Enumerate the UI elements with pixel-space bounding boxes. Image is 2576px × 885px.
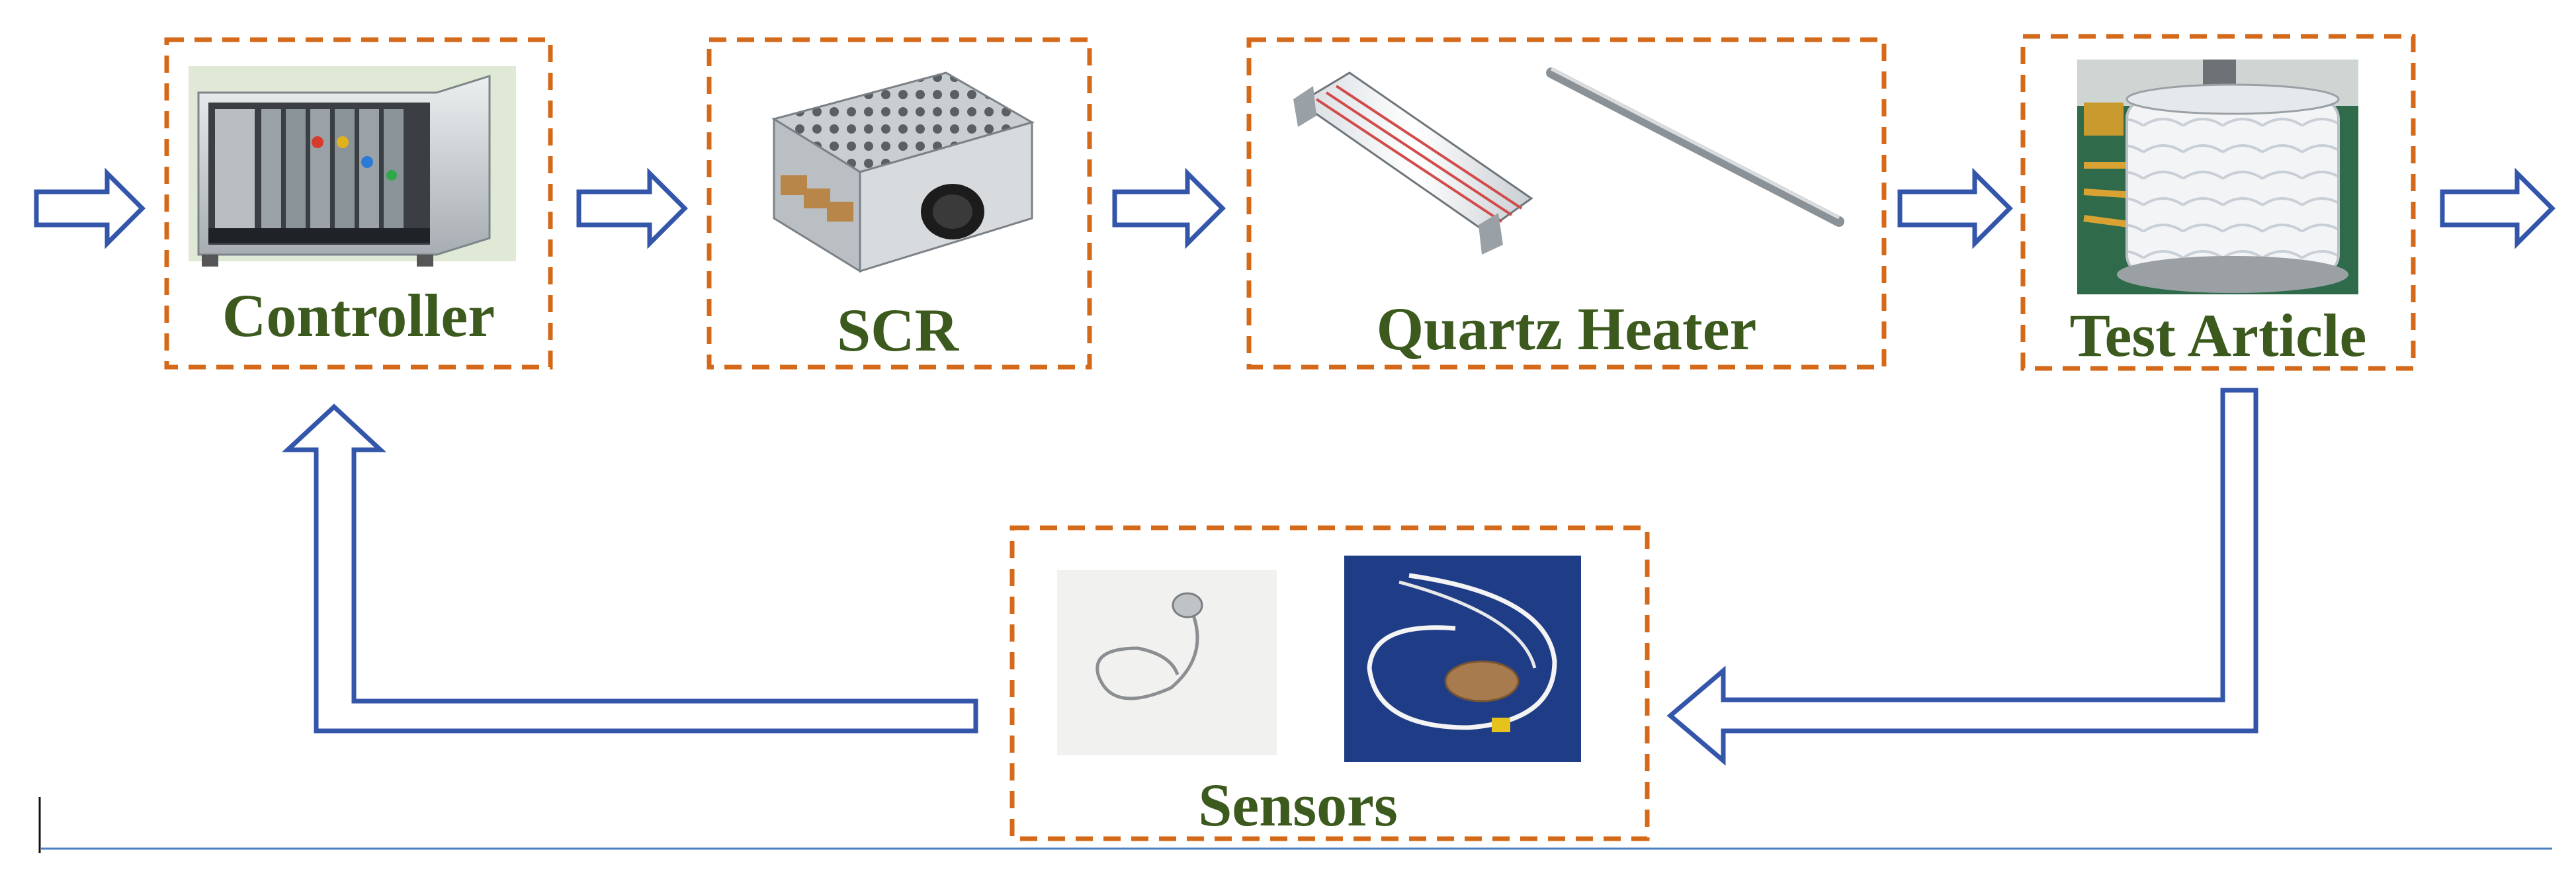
quartz-lamp-icon xyxy=(1293,67,1844,255)
sensors-label: Sensors xyxy=(1198,771,1398,839)
feedback-arrow-sensors-to-controller xyxy=(282,403,978,734)
feedback-arrow-article-to-sensors xyxy=(1666,388,2258,766)
scr-box xyxy=(707,37,1092,370)
output-arrow xyxy=(2440,167,2555,249)
sensors-node: Sensors xyxy=(1009,525,1650,841)
scr-label: SCR xyxy=(837,296,960,364)
test-article-box xyxy=(2020,34,2416,371)
voltage-regulator-icon xyxy=(771,71,1035,273)
quartz-heater-box xyxy=(1246,37,1887,370)
sensors-box xyxy=(1009,525,1650,841)
arrow-heater-to-article xyxy=(1897,167,2013,249)
controller-node: Controller xyxy=(164,37,553,370)
quartz-heater-node: Quartz Heater xyxy=(1246,37,1887,370)
input-arrow xyxy=(34,167,146,249)
pxi-chassis-icon xyxy=(189,66,516,267)
arrow-scr-to-heater xyxy=(1112,167,1226,249)
arrow-controller-to-scr xyxy=(576,167,688,249)
scr-node: SCR xyxy=(707,37,1092,370)
controller-label: Controller xyxy=(222,282,495,349)
thermocouple-sensor-icon xyxy=(1057,570,1277,755)
insulated-test-article-icon xyxy=(2077,60,2358,294)
test-article-label: Test Article xyxy=(2070,302,2367,369)
heat-flux-sensor-icon xyxy=(1344,556,1581,762)
quartz-heater-label: Quartz Heater xyxy=(1377,295,1757,362)
test-article-node: Test Article xyxy=(2020,34,2416,371)
controller-box xyxy=(164,37,553,370)
